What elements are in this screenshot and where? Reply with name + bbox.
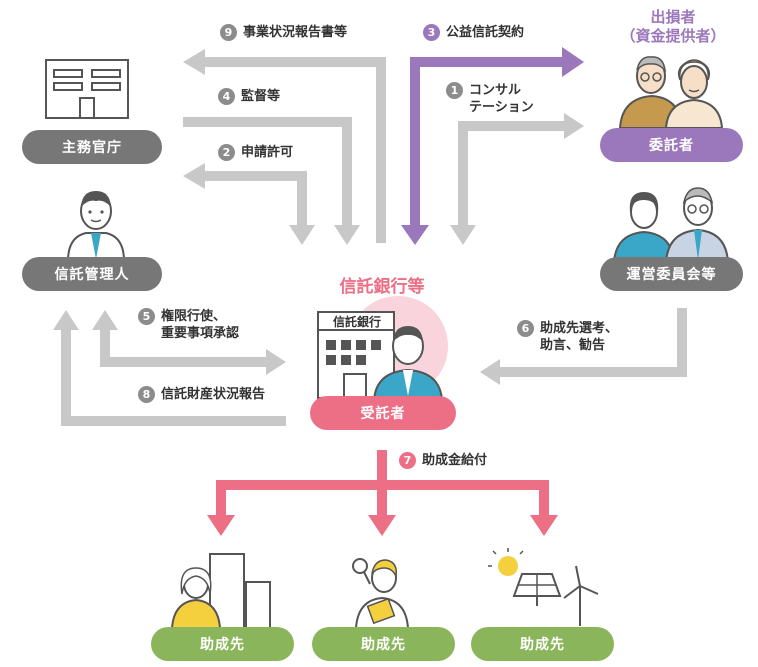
arrowhead-1: [564, 113, 584, 139]
arrow-3-contract: [410, 57, 562, 225]
step-8-label: 8 信託財産状況報告: [138, 386, 265, 403]
bank-heading: 信託銀行等: [339, 277, 425, 297]
donor-couple-icon: [618, 56, 724, 128]
node-committee: 運営委員会等: [600, 257, 743, 291]
node-grantee-2: 助成先: [312, 627, 455, 661]
node-trustor: 委託者: [600, 128, 743, 162]
arrowhead-5-right: [266, 349, 286, 375]
donor-heading-line1: 出損者: [650, 8, 696, 26]
node-trust-admin: 信託管理人: [22, 257, 162, 291]
arrowhead-1-down: [450, 225, 476, 245]
step-9-number: 9: [220, 24, 237, 41]
step-6-number: 6: [517, 320, 534, 337]
grantee-research-person-icon: [352, 558, 410, 628]
grantee-city-person-icon: [170, 553, 271, 628]
step-3-text: 公益信託契約: [446, 25, 525, 40]
step-2-text: 申請許可: [241, 145, 294, 160]
arrowhead-7-b: [368, 515, 396, 536]
step-1-text-line2: テーション: [469, 100, 534, 115]
step-9-label: 9 事業状況報告書等: [220, 24, 347, 41]
node-trustee: 受託者: [310, 396, 456, 430]
step-1-label: 1 コンサルテーション: [446, 82, 534, 116]
arrowhead-7-c: [530, 515, 558, 536]
arrowhead-4: [334, 225, 360, 245]
arrow-4-supervision: [183, 117, 352, 225]
arrow-2-permit-down: [202, 171, 307, 225]
donor-heading: 出損者 （資金提供者）: [603, 8, 743, 46]
step-3-label: 3 公益信託契約: [423, 24, 524, 41]
arrowhead-8: [53, 310, 79, 330]
arrow-8-property-report: [61, 330, 286, 426]
step-5-text-line1: 権限行使、: [161, 309, 227, 324]
step-6-label: 6 助成先選考、助言、勧告: [517, 320, 618, 354]
step-2-label: 2 申請許可: [218, 144, 293, 161]
building-sign-text: 信託銀行: [332, 315, 381, 329]
step-6-text-line2: 助言、勧告: [540, 338, 606, 353]
step-3-number: 3: [423, 24, 440, 41]
step-7-number: 7: [399, 452, 416, 469]
committee-people-icon: [612, 187, 730, 262]
arrow-6-selection: [500, 308, 687, 377]
step-1-text-line1: コンサル: [469, 83, 522, 98]
arrow-5-authority: [100, 330, 268, 367]
step-6-text-line1: 助成先選考、: [540, 321, 619, 336]
node-grantee-3: 助成先: [471, 627, 614, 661]
government-building-icon: [45, 59, 129, 119]
node-grantee-1: 助成先: [151, 627, 294, 661]
step-5-text-line2: 重要事項承認: [161, 326, 240, 341]
arrowhead-3-down: [401, 225, 429, 245]
step-8-number: 8: [138, 386, 155, 403]
arrowhead-7-a: [207, 515, 235, 536]
arrow-9-report: [205, 57, 386, 243]
trust-bank-building-icon: [317, 296, 448, 400]
step-5-number: 5: [138, 308, 155, 325]
step-1-number: 1: [446, 82, 463, 99]
grantee-solar-wind-icon: [488, 548, 599, 626]
arrow-1-consult: [458, 121, 565, 225]
arrowhead-3-right: [562, 47, 584, 77]
step-4-text: 監督等: [241, 89, 281, 104]
arrowhead-2-down: [289, 225, 315, 245]
donor-heading-line2: （資金提供者）: [620, 27, 726, 45]
arrowhead-2-left: [183, 163, 205, 189]
step-2-number: 2: [218, 144, 235, 161]
trust-admin-person-icon: [66, 191, 126, 261]
step-5-label: 5 権限行使、重要事項承認: [138, 308, 239, 342]
step-4-number: 4: [218, 88, 235, 105]
arrowhead-6: [480, 359, 500, 385]
node-authority: 主務官庁: [22, 130, 162, 164]
step-4-label: 4 監督等: [218, 88, 280, 105]
step-7-label: 7 助成金給付: [399, 452, 487, 469]
step-8-text: 信託財産状況報告: [161, 387, 266, 402]
arrowhead-9: [183, 49, 205, 75]
arrowhead-5-up: [92, 310, 118, 330]
step-7-text: 助成金給付: [422, 453, 488, 468]
step-9-text: 事業状況報告書等: [243, 25, 348, 40]
